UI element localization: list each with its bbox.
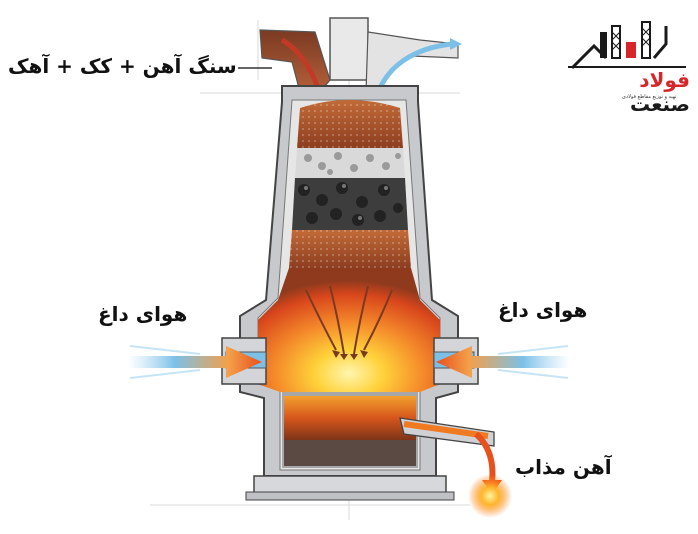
top-charging-inlet xyxy=(259,17,459,93)
tap-hole-runner xyxy=(399,417,512,518)
burden-layers xyxy=(258,100,440,468)
logo-building-icon xyxy=(568,21,686,70)
limestone-layer xyxy=(295,148,405,178)
combustion-zone xyxy=(258,268,440,392)
hot-air-arrow-right xyxy=(436,345,570,379)
hot-air-arrow-left xyxy=(128,345,262,379)
logo-tagline: تهیه و توزیع مقاطع فولادی xyxy=(622,94,677,100)
furnace-base xyxy=(245,475,455,501)
hot-air-label-right: هوای داغ xyxy=(498,298,588,322)
logo-word-industry: صنعت xyxy=(630,92,690,116)
logo-word-steel: فولاد xyxy=(639,68,690,92)
logo-wordmark: فولاد صنعت xyxy=(580,68,690,116)
molten-iron-bath xyxy=(284,396,416,440)
molten-iron-glow xyxy=(468,474,512,518)
molten-iron-label: آهن مذاب xyxy=(515,455,612,479)
descending-flow-arrows xyxy=(305,285,393,355)
slag-layer xyxy=(284,440,416,466)
input-materials-label: سنگ آهن + کک + آهک xyxy=(8,54,237,78)
brand-logo: فولاد صنعت تهیه و توزیع مقاطع فولادی xyxy=(566,18,690,116)
hot-air-label-left: هوای داغ xyxy=(98,302,188,326)
